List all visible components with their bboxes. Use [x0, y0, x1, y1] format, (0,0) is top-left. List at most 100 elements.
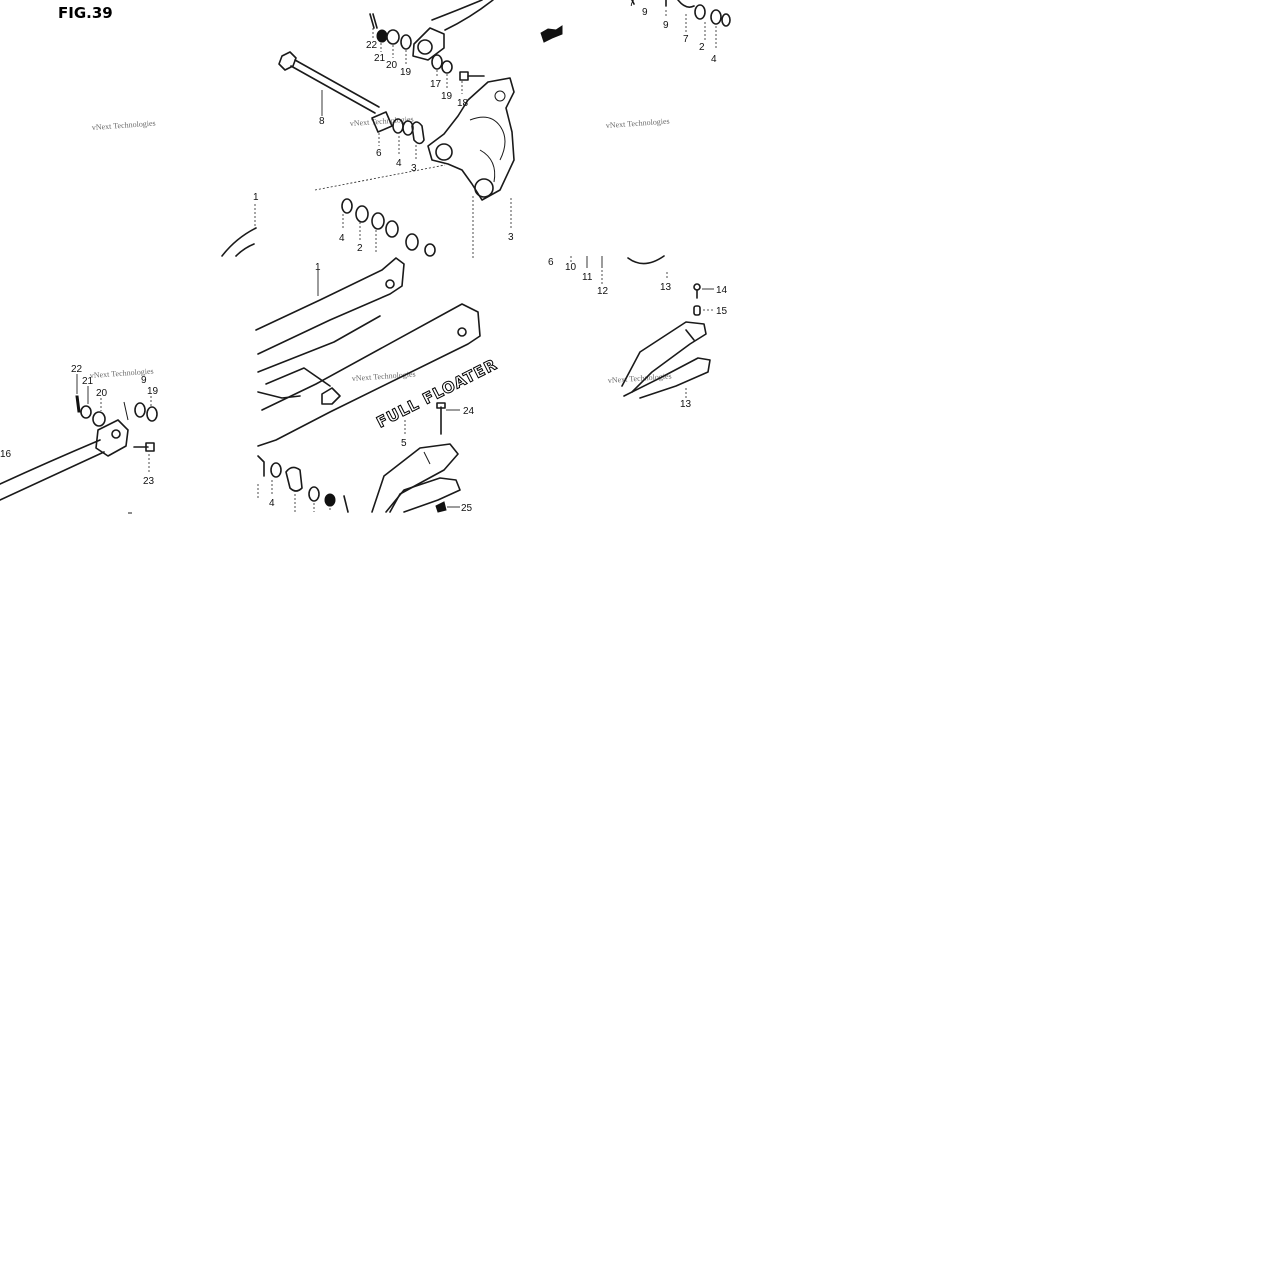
torque-rod-16 [0, 401, 129, 501]
washer-19 [441, 60, 453, 74]
decal-brand: FULL FLOATER [374, 355, 501, 431]
bushing-3 [411, 121, 425, 145]
callout-6: 6 [376, 148, 382, 159]
callout-2: 2 [699, 42, 705, 53]
washer [308, 486, 320, 502]
callout-14: 14 [716, 285, 728, 296]
callout-2: 2 [357, 243, 363, 254]
callout-4: 4 [339, 233, 345, 244]
callout-25: 25 [461, 503, 473, 514]
swingarm-1 [254, 204, 481, 447]
washer [694, 4, 706, 20]
watermark: vNext Technologies [350, 115, 414, 128]
callout-19: 19 [147, 386, 159, 397]
callout-19: 19 [441, 91, 453, 102]
callout-1: 1 [315, 262, 321, 273]
callout-9: 9 [642, 7, 648, 18]
bushing-19 [400, 34, 412, 50]
washer [385, 220, 399, 238]
callout-16: 16 [0, 449, 12, 460]
callout-9: 9 [141, 375, 147, 386]
watermark: vNext Technologies [352, 370, 416, 383]
callout-17: 17 [430, 79, 442, 90]
bushing [134, 402, 146, 418]
callout-12: 12 [597, 286, 609, 297]
swingarm-arc [221, 227, 257, 257]
callout-20: 20 [96, 388, 108, 399]
callout-5: 5 [401, 438, 407, 449]
watermark: vNext Technologies [606, 117, 670, 130]
callout-labels: 22 21 20 19 17 19 18 8 6 4 3 1 4 2 3 1 7… [0, 0, 728, 514]
washer [371, 212, 385, 230]
callout-18: 18 [457, 98, 469, 109]
bushing [424, 243, 436, 257]
callout-23: 23 [143, 476, 155, 487]
washer [721, 13, 731, 27]
bushing-17 [431, 54, 443, 70]
chain-slider-13 [621, 321, 711, 400]
washer-2 [355, 205, 369, 223]
bushing [285, 466, 303, 492]
bushing-3 [405, 233, 419, 251]
cushion-lever [427, 77, 515, 258]
watermark: vNext Technologies [608, 372, 672, 385]
pivot-shaft-assembly [278, 0, 515, 258]
bolt-18 [459, 71, 485, 94]
curve-fragment [627, 255, 665, 265]
callout-1: 1 [253, 192, 259, 203]
bolt-24 [436, 402, 460, 435]
callout-9: 9 [663, 20, 669, 31]
callout-22: 22 [366, 40, 378, 51]
cotter-pin-22 [369, 13, 378, 40]
upper-right-fragment [540, 0, 731, 50]
callout-20: 20 [386, 60, 398, 71]
callout-3: 3 [508, 232, 514, 243]
spacer-stack [341, 198, 436, 257]
pivot-shaft-8 [278, 51, 380, 116]
washer-4 [341, 198, 353, 214]
callout-7: 7 [683, 34, 689, 45]
callout-22: 22 [71, 364, 83, 375]
bushing-19 [146, 406, 158, 422]
callout-21: 21 [374, 53, 386, 64]
callout-15: 15 [716, 306, 728, 317]
cotter-pin-22 [75, 374, 81, 413]
screw-25 [435, 501, 460, 513]
callout-19: 19 [400, 67, 412, 78]
torque-rod-assembly [0, 374, 158, 514]
bolt-23 [133, 442, 155, 472]
mark-icon [540, 25, 563, 43]
callout-4: 4 [711, 54, 717, 65]
washer [324, 493, 336, 507]
watermark: vNext Technologies [90, 367, 154, 380]
callout-7: 7 [629, 0, 635, 9]
washer [270, 462, 282, 478]
washer-20 [386, 29, 400, 45]
callout-13: 13 [660, 282, 672, 293]
callout-8: 8 [319, 116, 325, 127]
callout-4: 4 [269, 498, 275, 509]
chain-guard [371, 443, 461, 513]
chain-slider-assembly [570, 255, 714, 400]
collar-15 [693, 305, 714, 316]
washer-20 [92, 411, 106, 427]
callout-6: 6 [548, 257, 554, 268]
washer [710, 9, 722, 25]
washer-21 [80, 405, 92, 419]
figure-title: FIG.39 [58, 4, 113, 22]
callout-4: 4 [396, 158, 402, 169]
upper-rod [412, 0, 494, 61]
callout-21: 21 [82, 376, 94, 387]
callout-13: 13 [680, 399, 692, 410]
decal-5: FULL FLOATER [373, 355, 501, 434]
callout-3: 3 [411, 163, 417, 174]
callout-24: 24 [463, 406, 475, 417]
callout-10: 10 [565, 262, 577, 273]
callout-11: 11 [582, 272, 593, 283]
watermark: vNext Technologies [92, 119, 156, 132]
washer-21 [376, 29, 388, 43]
spacer-6 [371, 111, 393, 133]
watermarks: vNext Technologies vNext Technologies vN… [90, 115, 672, 385]
screw-14 [693, 283, 714, 299]
